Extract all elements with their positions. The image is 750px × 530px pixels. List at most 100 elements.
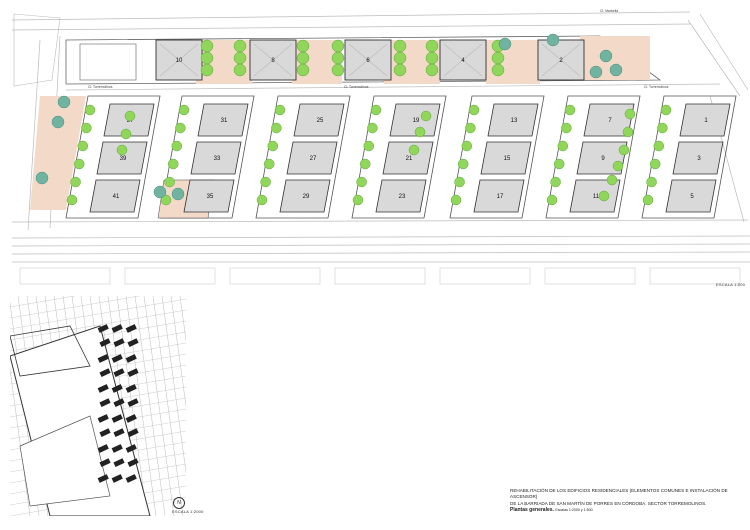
tree-icon bbox=[160, 194, 172, 206]
building-footprint bbox=[113, 458, 125, 467]
block-number: 27 bbox=[310, 156, 317, 162]
residential-block bbox=[183, 179, 235, 213]
roof-lines bbox=[159, 43, 199, 77]
block-number: 7 bbox=[608, 118, 612, 124]
roof-lines bbox=[541, 43, 581, 77]
block-number: 4 bbox=[461, 58, 465, 64]
tree-icon bbox=[546, 194, 558, 206]
block-number: 3 bbox=[697, 156, 701, 162]
residential-block bbox=[473, 179, 525, 213]
street-label: Cl. Torremolinos bbox=[344, 85, 369, 89]
block-number: 5 bbox=[690, 194, 694, 200]
tree-icon bbox=[331, 63, 345, 77]
residential-block bbox=[487, 103, 539, 137]
tree-icon bbox=[612, 160, 624, 172]
residential-block bbox=[279, 179, 331, 213]
tree-icon bbox=[77, 140, 89, 152]
tree-icon bbox=[622, 126, 634, 138]
block-number: 19 bbox=[413, 118, 420, 124]
street-line bbox=[10, 296, 77, 308]
tree-icon bbox=[589, 65, 603, 79]
building-footprint bbox=[125, 384, 137, 393]
block-number: 21 bbox=[406, 156, 413, 162]
tree-icon bbox=[599, 49, 613, 63]
building-footprint bbox=[99, 368, 111, 377]
building-footprint bbox=[99, 428, 111, 437]
building-footprint bbox=[97, 414, 109, 423]
tree-icon bbox=[461, 140, 473, 152]
tree-icon bbox=[491, 63, 505, 77]
building-footprint bbox=[111, 354, 123, 363]
block-number: 13 bbox=[511, 118, 518, 124]
street-line bbox=[11, 235, 750, 239]
building-footprint bbox=[111, 384, 123, 393]
building-footprint bbox=[99, 458, 111, 467]
building-footprint bbox=[125, 414, 137, 423]
tree-icon bbox=[553, 158, 565, 170]
street-line bbox=[10, 367, 31, 516]
tree-icon bbox=[646, 176, 657, 188]
tree-icon bbox=[267, 140, 279, 152]
street-line bbox=[687, 19, 741, 97]
city-block bbox=[334, 267, 426, 285]
building-footprint bbox=[127, 368, 139, 377]
tree-icon bbox=[296, 51, 310, 65]
building-footprint bbox=[111, 444, 123, 453]
tree-icon bbox=[57, 95, 71, 109]
block-number: 15 bbox=[504, 156, 511, 162]
tree-icon bbox=[425, 51, 439, 65]
building-footprint bbox=[97, 354, 109, 363]
tree-icon bbox=[331, 39, 345, 53]
main-plan-scale: ESCALA 1:500 bbox=[716, 282, 746, 287]
building-footprint bbox=[113, 398, 125, 407]
street-line bbox=[170, 296, 186, 408]
tree-icon bbox=[175, 122, 186, 134]
street-line bbox=[152, 296, 184, 516]
block-number: 31 bbox=[221, 118, 228, 124]
tree-icon bbox=[256, 194, 268, 206]
top-plot-outline bbox=[65, 35, 662, 85]
tree-icon bbox=[70, 176, 81, 188]
block-number: 8 bbox=[271, 58, 275, 64]
block-number: 29 bbox=[303, 194, 310, 200]
tree-icon bbox=[561, 122, 572, 134]
building-footprint bbox=[113, 338, 125, 347]
street-label: Cl. Torremolinos bbox=[88, 85, 113, 89]
city-block bbox=[124, 267, 216, 285]
tree-icon bbox=[653, 140, 665, 152]
tree-icon bbox=[557, 140, 569, 152]
building-footprint bbox=[125, 324, 137, 333]
title-line-3: Plantas generales. Escalas 1:2000 y 1:50… bbox=[510, 507, 593, 514]
roof-lines bbox=[443, 43, 483, 77]
building-footprint bbox=[125, 444, 137, 453]
street-line bbox=[179, 296, 186, 342]
tree-icon bbox=[200, 51, 214, 65]
building-footprint bbox=[111, 414, 123, 423]
tree-icon bbox=[550, 176, 561, 188]
tree-icon bbox=[606, 174, 618, 186]
street-line bbox=[10, 298, 186, 330]
tree-icon bbox=[200, 63, 214, 77]
block-number: 35 bbox=[207, 194, 214, 200]
building-footprint bbox=[127, 338, 139, 347]
title-line-1: REHABILITACIÓN DE LOS EDIFICIOS RESIDENC… bbox=[510, 488, 728, 500]
tree-icon bbox=[356, 176, 367, 188]
tree-icon bbox=[296, 63, 310, 77]
city-block bbox=[439, 267, 531, 285]
building-footprint bbox=[97, 474, 109, 483]
tree-icon bbox=[274, 104, 286, 116]
building-footprint bbox=[97, 384, 109, 393]
tree-icon bbox=[609, 63, 623, 77]
street-line bbox=[699, 13, 749, 91]
city-block bbox=[19, 267, 111, 285]
tree-icon bbox=[124, 110, 136, 122]
tree-icon bbox=[171, 140, 183, 152]
building-footprint bbox=[127, 428, 139, 437]
building-footprint bbox=[125, 474, 137, 483]
tree-icon bbox=[414, 126, 426, 138]
tree-icon bbox=[153, 185, 167, 199]
street-line bbox=[116, 296, 148, 516]
tree-icon bbox=[546, 33, 560, 47]
north-arrow-icon: N bbox=[173, 497, 185, 509]
tree-icon bbox=[649, 158, 661, 170]
